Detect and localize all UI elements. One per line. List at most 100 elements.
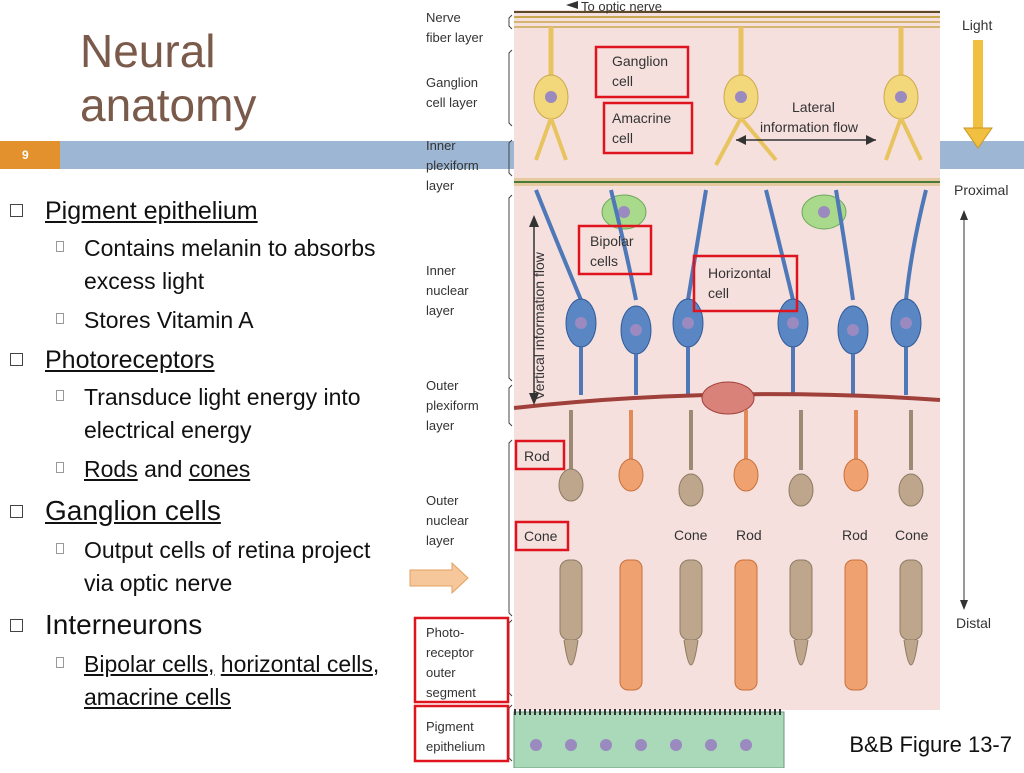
rods-link[interactable]: Rods xyxy=(84,456,138,482)
sub-bullet-text: Stores Vitamin A xyxy=(84,307,254,333)
layer-label: outer xyxy=(426,665,456,680)
light-label: Light xyxy=(962,17,992,33)
cone-cell xyxy=(678,410,704,666)
bipolar-cells-link[interactable]: Bipolar cells, xyxy=(84,651,215,677)
layer-label: Photo- xyxy=(426,625,464,640)
cell-label: Rod xyxy=(842,527,868,543)
bipolar-cell xyxy=(534,189,597,395)
arrow-left-icon xyxy=(566,1,578,9)
bullet-pigment-epithelium: Pigment epithelium xyxy=(10,196,390,226)
horizontal-cells-link[interactable]: horizontal cells xyxy=(220,651,373,677)
horizontal-cell xyxy=(701,381,755,415)
layer-label: plexiform xyxy=(426,398,479,413)
cell-label: Cone xyxy=(674,527,708,543)
bipolar-cell xyxy=(834,189,869,395)
slide-title-line-1: Neural xyxy=(80,25,216,77)
sub-bullet-text: Bipolar cells, horizontal cells, amacrin… xyxy=(84,648,390,714)
cell-label: Cone xyxy=(524,528,558,544)
bullet-box-icon xyxy=(10,505,23,518)
light-arrow-icon xyxy=(963,127,993,149)
to-optic-nerve-label: To optic nerve xyxy=(581,0,662,14)
ganglion-cells-link[interactable]: Ganglion cells xyxy=(45,495,221,526)
cell-label: cell xyxy=(612,73,633,89)
cell-label: information flow xyxy=(760,119,859,135)
arrow-up-icon xyxy=(529,215,539,227)
ganglion-cell xyxy=(883,27,923,161)
arrow-down-icon xyxy=(529,393,539,405)
retina-figure: To optic nerve xyxy=(406,0,1024,769)
cell-label: Cone xyxy=(895,527,929,543)
layer-label: nuclear xyxy=(426,283,469,298)
sub-bullet-icon xyxy=(56,390,64,401)
retina-diagram: To optic nerve xyxy=(409,0,1008,769)
sub-bullet: Output cells of retina project via optic… xyxy=(56,534,390,600)
cell-label: Amacrine xyxy=(612,110,671,126)
arrow-down-icon xyxy=(960,600,968,610)
sub-bullet: Bipolar cells, horizontal cells, amacrin… xyxy=(56,648,390,714)
distal-label: Distal xyxy=(956,615,991,631)
rod-cell xyxy=(843,410,869,691)
bipolar-cells xyxy=(534,189,928,395)
layer-label: segment xyxy=(426,685,476,700)
pigment-epithelium-link[interactable]: Pigment epithelium xyxy=(45,197,258,225)
rod-cell xyxy=(733,410,759,691)
cell-labels: Ganglion cell Amacrine cell Lateral info… xyxy=(524,53,929,544)
cone-cell xyxy=(898,410,924,666)
sub-bullet: Contains melanin to absorbs excess light xyxy=(56,232,390,298)
cone-cell xyxy=(788,410,814,666)
bipolar-cell xyxy=(890,189,928,395)
layer-brackets xyxy=(508,14,513,762)
sub-bullet-text: Rods and cones xyxy=(84,453,250,486)
comma-text: , xyxy=(372,651,380,677)
ganglion-cell xyxy=(533,27,569,161)
slide-title-line-2: anatomy xyxy=(80,79,257,131)
sub-bullet: Transduce light energy into electrical e… xyxy=(56,381,390,447)
layer-label: Nerve xyxy=(426,10,461,25)
layer-label: layer xyxy=(426,418,455,433)
photoreceptors xyxy=(558,410,924,691)
layer-label: Outer xyxy=(426,493,459,508)
arrow-right-icon xyxy=(866,135,876,145)
amacrine-nucleus xyxy=(618,206,630,218)
layer-labels: Nerve fiber layer Ganglion cell layer In… xyxy=(426,10,485,754)
cones-link[interactable]: cones xyxy=(188,456,251,482)
proximal-label: Proximal xyxy=(954,182,1008,198)
sub-bullet-text: Output cells of retina project via optic… xyxy=(84,537,371,596)
nerve-fibers xyxy=(514,11,940,28)
amacrine-cells-link[interactable]: amacrine cells xyxy=(84,684,231,710)
vertical-flow-label: Vertical information flow xyxy=(531,251,547,400)
layer-label: layer xyxy=(426,178,455,193)
cell-label: Lateral xyxy=(792,99,835,115)
cell-label: Bipolar xyxy=(590,233,634,249)
arrow-up-icon xyxy=(960,210,968,220)
incoming-arrow-icon xyxy=(409,561,469,595)
layer-label: Outer xyxy=(426,378,459,393)
cell-label: cell xyxy=(708,285,729,301)
cell-label: Rod xyxy=(524,448,550,464)
light-arrow-shaft xyxy=(973,40,983,130)
sub-bullet: Rods and cones xyxy=(56,453,390,486)
highlight-boxes xyxy=(413,45,799,763)
cell-label: cell xyxy=(612,130,633,146)
cell-label: Horizontal xyxy=(708,265,771,281)
ganglion-cell xyxy=(714,27,778,166)
layer-label: Inner xyxy=(426,138,456,153)
layer-label: cell layer xyxy=(426,95,478,110)
amacrine-nucleus xyxy=(818,206,830,218)
sub-bullet: Stores Vitamin A xyxy=(56,304,390,337)
photoreceptors-link[interactable]: Photoreceptors xyxy=(45,346,215,374)
bullet-photoreceptors: Photoreceptors xyxy=(10,345,390,375)
cell-label: cells xyxy=(590,253,618,269)
slide-number: 9 xyxy=(0,141,60,169)
bullet-interneurons: Interneurons xyxy=(10,608,390,642)
and-text: and xyxy=(137,456,189,482)
pigment-epithelium xyxy=(513,709,785,769)
layer-label: plexiform xyxy=(426,158,479,173)
layer-label: nuclear xyxy=(426,513,469,528)
bullet-box-icon xyxy=(10,204,23,217)
slide-title: Neural anatomy xyxy=(80,24,256,132)
sub-bullet-icon xyxy=(56,462,64,473)
rod-cell xyxy=(618,410,644,691)
retina-background xyxy=(514,10,940,710)
cell-label: Rod xyxy=(736,527,762,543)
